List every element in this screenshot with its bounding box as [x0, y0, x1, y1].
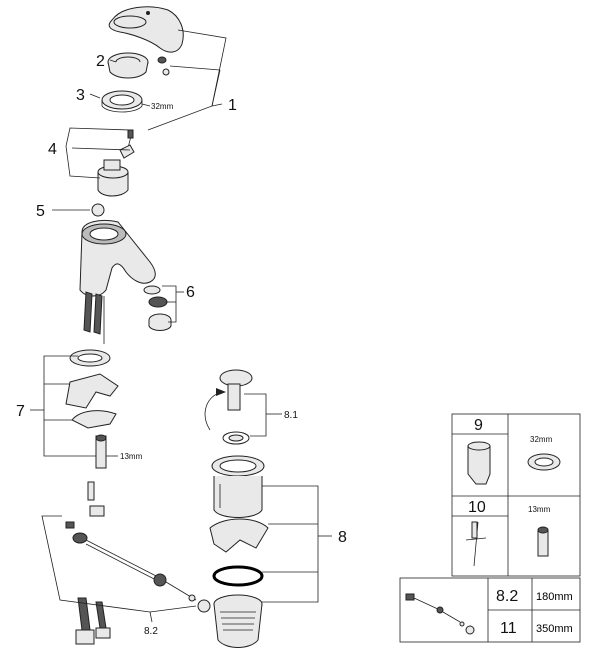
callout-5: 5: [36, 203, 45, 220]
indicator-plug: [91, 203, 105, 217]
aerator-set: [143, 285, 172, 331]
rod-icon: [405, 593, 475, 635]
rod-row1-length: 180mm: [536, 591, 573, 603]
flex-hoses: [75, 597, 111, 645]
waste-gasket: [209, 518, 269, 553]
rod-row1-number: 8.2: [496, 588, 518, 605]
rod-row2-number: 11: [500, 620, 517, 637]
tool-10-dim: 13mm: [528, 505, 551, 514]
pop-up-rod-assembly: [65, 481, 211, 613]
callout-1: 1: [228, 97, 237, 114]
callout-8-1: 8.1: [284, 410, 298, 421]
callout-8: 8: [338, 529, 347, 546]
callout-7: 7: [16, 403, 25, 420]
leader-lines: [30, 29, 332, 623]
cartridge: [97, 129, 135, 197]
o-ring: [212, 565, 264, 587]
dim-32mm-nut: 32mm: [151, 102, 174, 111]
pop-up-plug: [204, 369, 253, 445]
rod-row2-length: 350mm: [536, 623, 573, 635]
callout-3: 3: [76, 87, 85, 104]
lever-handle: [108, 6, 184, 53]
tool-9-cartridge-icon: [467, 441, 491, 485]
faucet-body: [79, 219, 156, 344]
tools-table: 9 32mm 10 13mm: [451, 413, 581, 577]
dim-13mm-key: 13mm: [120, 452, 143, 461]
tool-10-socket-icon: [537, 526, 549, 557]
tool-10-key-icon: [465, 521, 487, 567]
rod-length-table: 8.2 180mm 11 350mm: [399, 577, 581, 643]
callout-4: 4: [48, 141, 57, 158]
callout-6: 6: [186, 284, 195, 301]
set-screw: [157, 56, 170, 76]
callout-2: 2: [96, 53, 105, 70]
cartridge-nut: [101, 90, 143, 113]
tool-9-number: 9: [474, 417, 483, 434]
waste-body: [211, 455, 265, 518]
tool-9-dim: 32mm: [530, 435, 553, 444]
waste-tail: [213, 594, 263, 648]
tool-10-number: 10: [468, 499, 486, 516]
tool-9-ring-icon: [527, 453, 561, 471]
cover-cap: [107, 52, 149, 79]
fixing-set: [65, 349, 119, 469]
callout-8-2: 8.2: [144, 626, 158, 637]
